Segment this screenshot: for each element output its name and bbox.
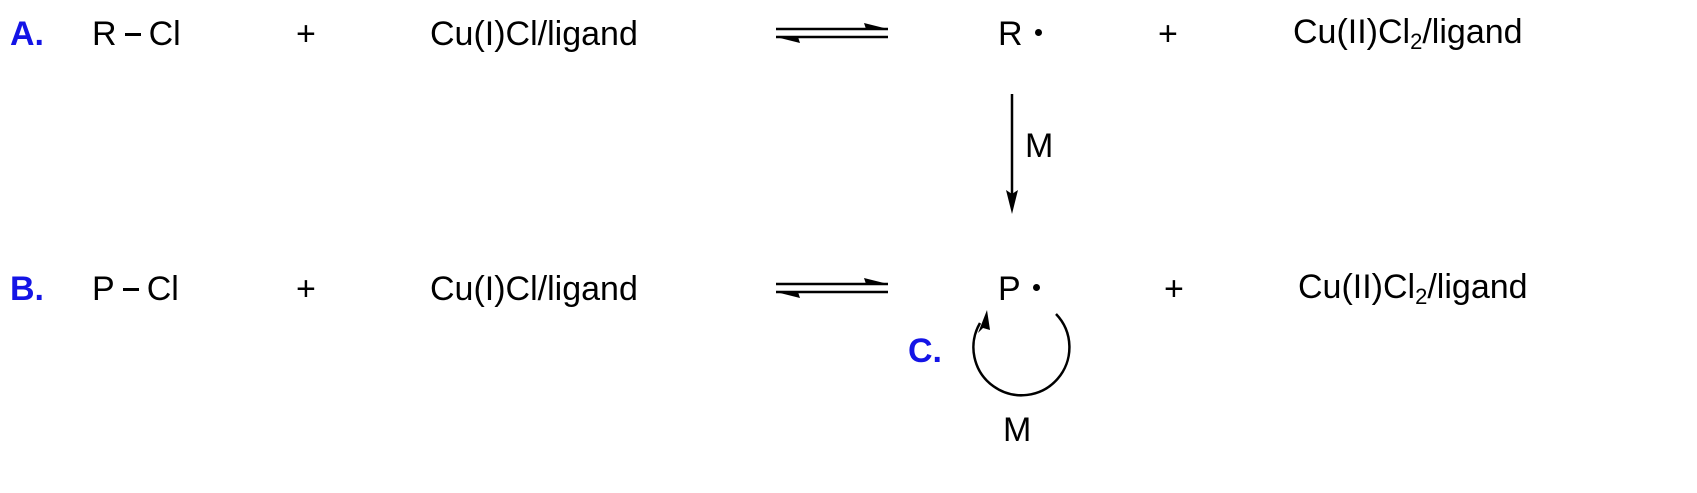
r-group: R (92, 15, 117, 53)
p-group: P (92, 270, 115, 308)
deactivator-b-suffix: /ligand (1427, 268, 1528, 306)
equilibrium-arrow-a-icon (776, 23, 888, 43)
cyclic-propagation-arrow-icon (972, 310, 1071, 397)
equilibrium-arrow-b-icon (776, 278, 888, 298)
activator-cu-i-a: Cu(I)Cl/ligand (430, 15, 638, 53)
deactivator-cu-ii-b: Cu(II)Cl2/ligand (1298, 267, 1528, 309)
label-b: B. (10, 270, 44, 308)
chlorine: Cl (148, 15, 181, 53)
activator-cu-i-b: Cu(I)Cl/ligand (430, 270, 638, 308)
alkyl-halide-r-cl: R Cl (92, 14, 181, 54)
single-bond (122, 287, 139, 291)
deactivator-b-subscript: 2 (1415, 284, 1428, 309)
monomer-label-propagation: M (1025, 127, 1054, 165)
plus-sign-a2: + (1158, 15, 1178, 53)
plus-sign-b2: + (1164, 270, 1184, 308)
deactivator-b-prefix: Cu(II)Cl (1298, 268, 1416, 306)
deactivator-cu-ii-a: Cu(II)Cl2/ligand (1293, 12, 1523, 54)
plus-sign-a1: + (296, 15, 316, 53)
polymer-halide-p-cl: P Cl (92, 269, 179, 309)
monomer-label-cycle: M (1003, 411, 1032, 449)
deactivator-a-suffix: /ligand (1422, 13, 1523, 51)
deactivator-a-prefix: Cu(II)Cl (1293, 13, 1411, 51)
deactivator-a-subscript: 2 (1410, 29, 1423, 54)
radical-dot-icon (1032, 283, 1040, 291)
radical-p-symbol: P (998, 270, 1021, 308)
propagation-arrow-down-icon (1006, 94, 1018, 214)
radical-dot-icon (1034, 28, 1042, 36)
radical-r-symbol: R (998, 15, 1023, 53)
plus-sign-b1: + (296, 270, 316, 308)
label-a: A. (10, 15, 44, 53)
chlorine: Cl (146, 270, 179, 308)
radical-r: R (998, 14, 1042, 54)
single-bond (124, 32, 141, 36)
label-c: C. (908, 332, 942, 370)
radical-p: P (998, 269, 1040, 309)
